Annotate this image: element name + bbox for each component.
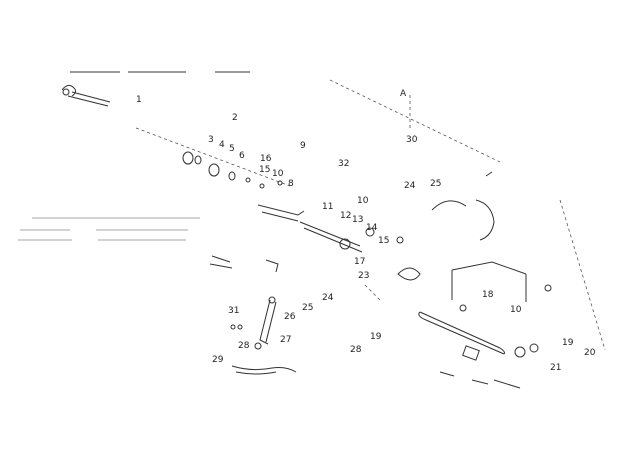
part-rod <box>61 84 111 107</box>
part-number-2: 2 <box>232 113 238 123</box>
callout-a: A <box>400 89 407 99</box>
part-number-20: 20 <box>584 348 596 358</box>
faint-notes-block <box>18 217 200 241</box>
part-number-3: 3 <box>208 135 214 145</box>
part-number-6: 6 <box>239 151 245 161</box>
part-number-19b: 19 <box>562 338 574 348</box>
part-number-10b: 10 <box>357 196 369 206</box>
part-number-25b: 25 <box>302 303 313 313</box>
part-number-17: 17 <box>354 257 365 267</box>
part-cylinder <box>418 311 539 389</box>
part-number-23: 23 <box>358 271 369 281</box>
part-linkage <box>230 296 297 375</box>
part-bushings <box>182 151 283 189</box>
part-housing <box>397 171 495 281</box>
part-number-32: 32 <box>338 159 349 169</box>
part-bracket <box>451 261 552 312</box>
construction-lines <box>135 79 606 351</box>
part-number-1: 1 <box>136 95 142 105</box>
part-number-18: 18 <box>482 290 494 300</box>
part-number-15: 15 <box>259 165 270 175</box>
part-number-15b: 15 <box>378 236 389 246</box>
part-number-19a: 19 <box>370 332 382 342</box>
part-number-30: 30 <box>406 135 418 145</box>
part-number-10a: 10 <box>272 169 284 179</box>
part-number-16: 16 <box>260 154 272 164</box>
part-number-13: 13 <box>352 215 363 225</box>
part-number-21: 21 <box>550 363 561 373</box>
part-number-9: 9 <box>300 141 306 151</box>
part-number-28b: 28 <box>350 345 362 355</box>
part-shaft-assembly <box>209 204 404 273</box>
part-number-25a: 25 <box>430 179 441 189</box>
part-number-24a: 24 <box>404 181 416 191</box>
part-number-12: 12 <box>340 211 351 221</box>
part-number-4: 4 <box>219 140 225 150</box>
part-number-labels: A 1 2 3 4 5 6 16 15 10 9 32 30 24 25 8 1… <box>136 89 596 373</box>
part-number-28: 28 <box>238 341 250 351</box>
part-number-11: 11 <box>322 202 333 212</box>
part-number-10c: 10 <box>510 305 522 315</box>
part-number-14: 14 <box>366 223 378 233</box>
part-number-31: 31 <box>228 306 239 316</box>
part-number-29: 29 <box>212 355 224 365</box>
part-number-27: 27 <box>280 335 291 345</box>
part-number-5: 5 <box>229 144 235 154</box>
part-number-24b: 24 <box>322 293 334 303</box>
part-number-26: 26 <box>284 312 296 322</box>
part-number-8: 8 <box>288 179 294 189</box>
